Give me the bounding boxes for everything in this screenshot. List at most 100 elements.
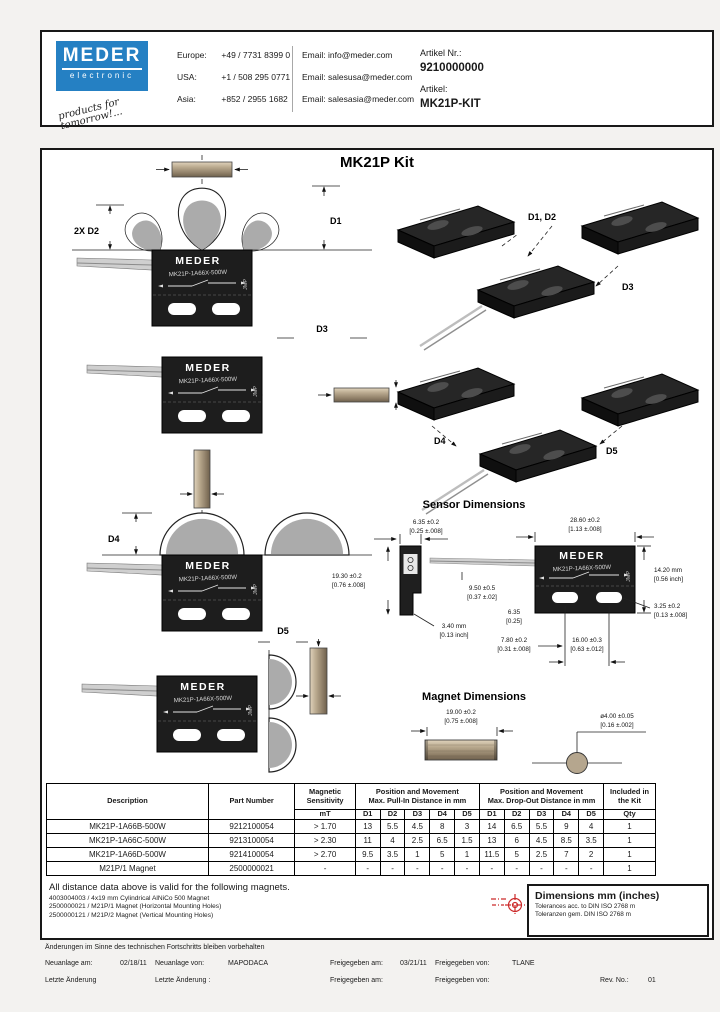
sensor-dimensions-heading: Sensor Dimensions bbox=[423, 499, 526, 511]
dim-text: [0.56 inch] bbox=[654, 576, 683, 583]
email-asia: Email: salesasia@meder.com bbox=[302, 94, 414, 104]
footer-created-date: 02/18/11 bbox=[120, 960, 147, 967]
mounting-slot bbox=[222, 410, 250, 422]
sensor-jmp-label: JMP bbox=[253, 584, 259, 595]
table-row: M21P/1 Magnet 2500000021 - - - - - - - -… bbox=[46, 860, 656, 876]
mounting-slot bbox=[222, 608, 250, 620]
notes-intro: All distance data above is valid for the… bbox=[49, 882, 290, 893]
diagram-vertical-approach: MEDER MK21P-1A66X-500W JMP D4 bbox=[86, 449, 372, 632]
email-address: info@meder.com bbox=[328, 50, 393, 60]
drawing-title: MK21P Kit bbox=[340, 154, 414, 171]
sensor-jmp-label: JMP bbox=[248, 705, 254, 716]
sensor-brand-label: MEDER bbox=[175, 255, 220, 267]
label-d5: D5 bbox=[277, 626, 289, 636]
switch-symbol-icon bbox=[158, 279, 246, 288]
contact-region-label: USA: bbox=[177, 72, 197, 82]
label-d3: D3 bbox=[316, 324, 328, 334]
dim-text: 7.80 ±0.2 bbox=[501, 637, 528, 644]
col-d2: D2 bbox=[503, 809, 530, 820]
dim-text: [0.16 ±.002] bbox=[600, 722, 633, 729]
table-row: MK21P-1A66C-500W 9213100054 > 2.30 11 4 … bbox=[46, 832, 656, 848]
cell-sensitivity: > 2.30 bbox=[294, 832, 356, 848]
sensor-model-label: MK21P-1A66X-500W bbox=[179, 376, 238, 386]
label-d1d2: D1, D2 bbox=[528, 212, 556, 222]
email-label: Email: bbox=[302, 50, 326, 60]
artikel-nr-label: Artikel Nr.: bbox=[420, 48, 462, 58]
label-d4-iso: D4 bbox=[434, 436, 446, 446]
mounting-slot bbox=[178, 410, 206, 422]
artikel-nr-value: 9210000000 bbox=[420, 62, 484, 74]
magnet-horizontal bbox=[318, 380, 398, 410]
dim-text: 6.35 ±0.2 bbox=[413, 519, 440, 526]
contact-usa: USA: +1 / 508 295 0771 bbox=[177, 72, 290, 82]
footer-rev-value: 01 bbox=[648, 977, 656, 984]
cell-description: MK21P-1A66D-500W bbox=[46, 846, 209, 862]
footer-created-by: MAPODACA bbox=[228, 960, 269, 967]
cell-description: MK21P-1A66C-500W bbox=[46, 832, 209, 848]
email-address: salesasia@meder.com bbox=[328, 94, 415, 104]
artikel-label: Artikel: bbox=[420, 84, 448, 94]
drawing-area: MEDER MK21P-1A66X-500W JMP MK21P Kit bbox=[40, 148, 714, 940]
col-d4: D4 bbox=[553, 809, 580, 820]
label-2xd2: 2X D2 bbox=[74, 226, 99, 236]
magnet-cylinder bbox=[424, 739, 498, 761]
sensor-jmp-label: JMP bbox=[253, 386, 259, 397]
dim-text: 6.35 bbox=[508, 609, 521, 616]
col-unit: mT bbox=[294, 809, 356, 820]
sensor-brand-label: MEDER bbox=[185, 362, 230, 374]
magnet-horizontal bbox=[156, 155, 248, 184]
diagrams-svg: MEDER MK21P-1A66X-500W JMP MK21P Kit bbox=[72, 154, 699, 774]
dim-text: [0.25] bbox=[506, 618, 522, 625]
cell-part: 9214100054 bbox=[207, 846, 296, 862]
projection-symbol-icon bbox=[491, 894, 525, 916]
dimensions-title: Dimensions mm (inches) bbox=[535, 890, 660, 902]
dim-text: ø4.00 ±0.05 bbox=[600, 713, 634, 720]
cell-sensitivity: > 1.70 bbox=[294, 818, 356, 834]
col-d1: D1 bbox=[478, 809, 505, 820]
switch-symbol-icon bbox=[539, 571, 629, 580]
dim-text: [0.76 ±.008] bbox=[332, 582, 365, 589]
meder-logo: MEDER electronic bbox=[56, 41, 148, 91]
cell-qty: 1 bbox=[603, 832, 656, 848]
label-d3-iso: D3 bbox=[622, 282, 634, 292]
switch-symbol-icon bbox=[168, 584, 256, 593]
magnet-notes: All distance data above is valid for the… bbox=[49, 882, 489, 920]
sensor-brand-label: MEDER bbox=[180, 681, 225, 693]
cell-qty: 1 bbox=[603, 860, 656, 876]
sensor-jmp-label: JMP bbox=[243, 279, 249, 290]
dim-text: [0.13 ±.008] bbox=[654, 612, 687, 619]
cell-qty: 1 bbox=[603, 846, 656, 862]
table-row: MK21P-1A66D-500W 9214100054 > 2.70 9.5 3… bbox=[46, 846, 656, 862]
dim-text: 19.30 ±0.2 bbox=[332, 573, 362, 580]
contact-phone: +49 / 7731 8399 0 bbox=[221, 50, 291, 60]
dim-text: 28.60 ±0.2 bbox=[570, 517, 600, 524]
field-domes-right bbox=[268, 654, 297, 773]
footer-rev-label: Rev. No.: bbox=[600, 977, 629, 984]
cell-description: M21P/1 Magnet bbox=[46, 860, 209, 876]
magnet-end-view bbox=[566, 752, 588, 774]
footer-released2-label: Freigegeben am: bbox=[330, 977, 383, 984]
mounting-slot bbox=[178, 608, 206, 620]
diagram-iso-bottom: D4 D5 bbox=[397, 367, 699, 515]
col-qty: Qty bbox=[603, 809, 656, 820]
footer-released-by: TLANE bbox=[512, 960, 535, 967]
col-d3: D3 bbox=[528, 809, 555, 820]
contact-phone: +852 / 2955 1682 bbox=[221, 94, 288, 104]
artikel-value: MK21P-KIT bbox=[420, 98, 481, 110]
col-d1: D1 bbox=[354, 809, 381, 820]
dim-text: [1.13 ±.008] bbox=[568, 526, 601, 533]
label-d5-iso: D5 bbox=[606, 446, 618, 456]
sensor-brand-label: MEDER bbox=[559, 550, 604, 562]
footer-released-by2-label: Freigegeben von: bbox=[435, 977, 490, 984]
cell-part: 2500000021 bbox=[207, 860, 296, 876]
table-row: MK21P-1A66B-500W 9212100054 > 1.70 13 5.… bbox=[46, 818, 656, 834]
cell-part: 9213100054 bbox=[207, 832, 296, 848]
contact-asia: Asia: +852 / 2955 1682 bbox=[177, 94, 288, 104]
dim-text: [0.13 inch] bbox=[439, 632, 468, 639]
dim-text: [0.31 ±.008] bbox=[497, 646, 530, 653]
logo-tagline: products for tomorrow!... bbox=[57, 96, 124, 133]
email-europe: Email: info@meder.com bbox=[302, 50, 392, 60]
note-magnet-3: 2500000121 / M21P/2 Magnet (Vertical Mou… bbox=[49, 911, 214, 919]
